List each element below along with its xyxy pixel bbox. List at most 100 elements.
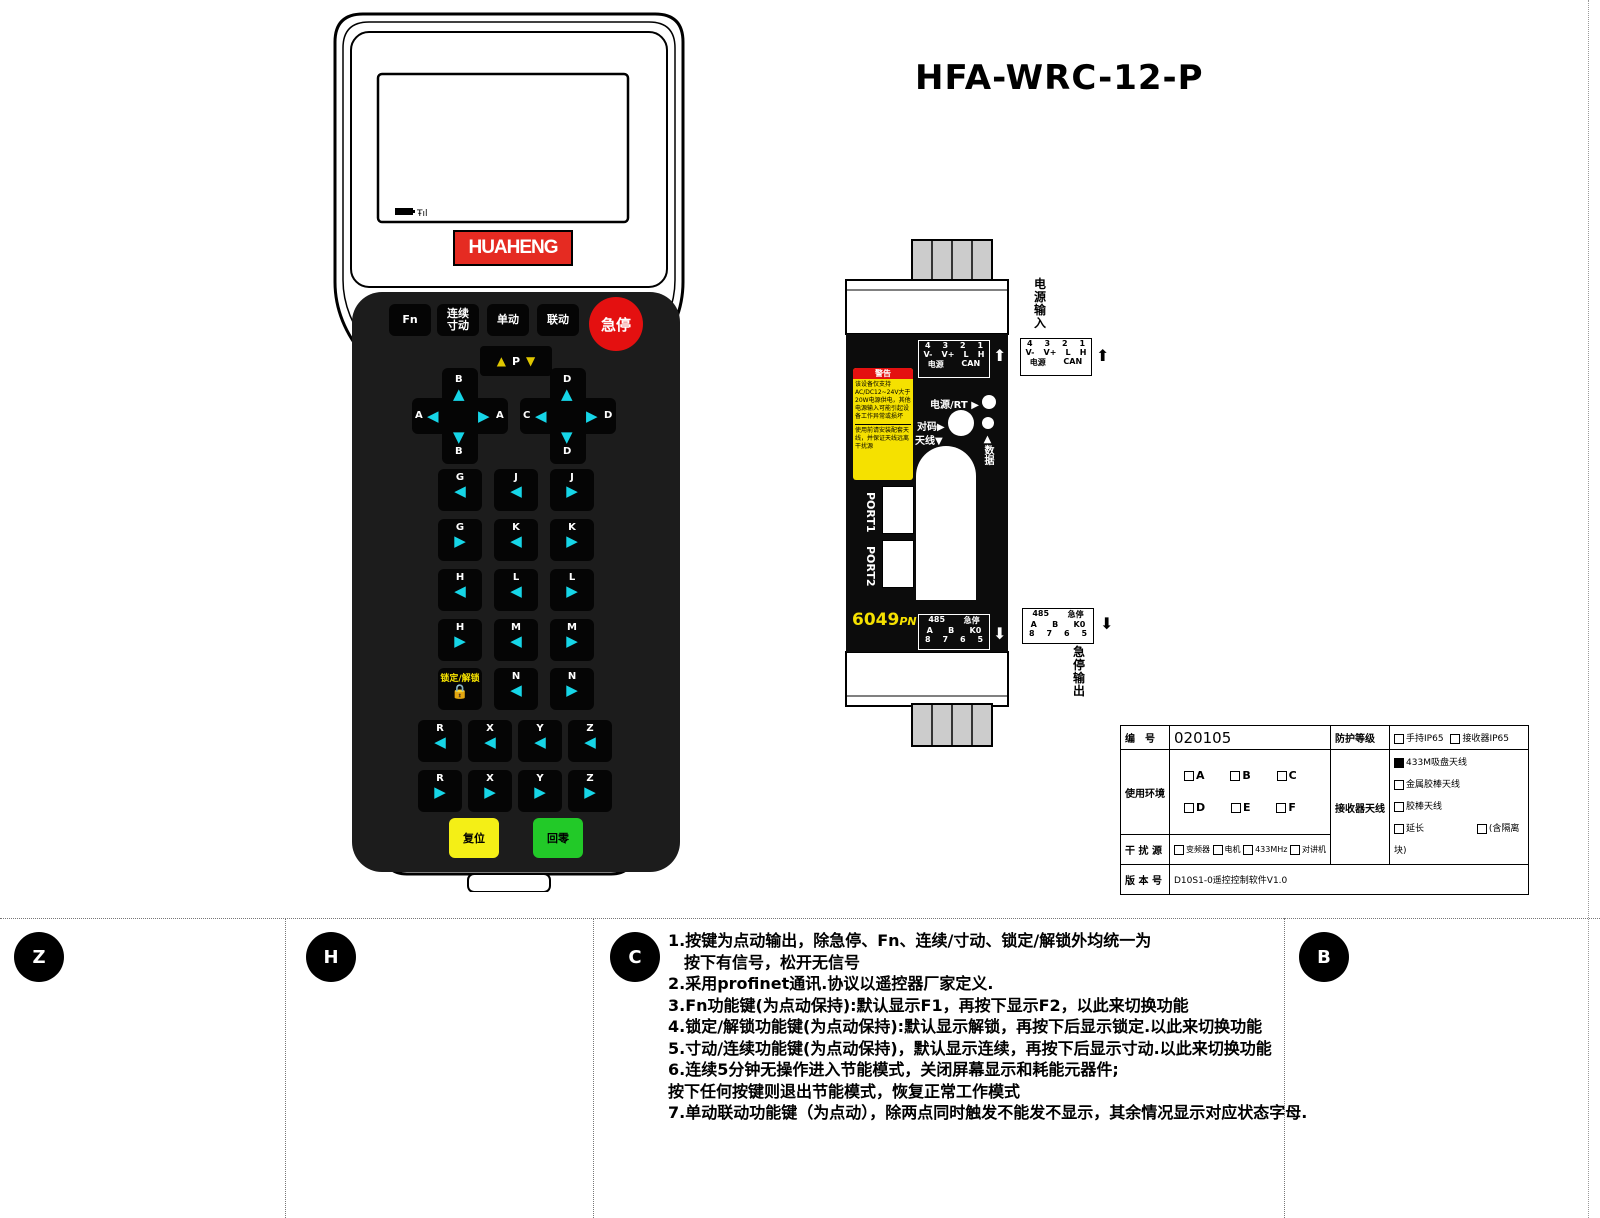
checkbox[interactable]	[1276, 803, 1287, 814]
column-divider	[593, 918, 594, 1218]
checkbox[interactable]	[1394, 801, 1405, 812]
home-button[interactable]: 回零	[533, 818, 583, 858]
dpad-right-right-label: D	[604, 410, 613, 421]
option-label: A	[1196, 769, 1205, 783]
reset-button[interactable]: 复位	[449, 818, 499, 858]
option-label: 433M吸盘天线	[1406, 758, 1467, 768]
pin-label: 3	[1044, 339, 1051, 348]
arrow-left-icon: ◀	[484, 733, 496, 751]
lock-unlock-key[interactable]: 锁定/解锁 🔒	[438, 668, 482, 710]
checkbox[interactable]	[1276, 771, 1287, 782]
arrow-left-icon: ◀	[510, 582, 522, 600]
antenna-label: 接收器天线	[1330, 749, 1391, 865]
dpad-left-right-label: A	[496, 410, 504, 421]
protection-label: 防护等级	[1330, 725, 1391, 750]
key-label: R	[436, 773, 444, 784]
checkbox[interactable]	[1184, 771, 1194, 782]
key-r-left[interactable]: R◀	[418, 720, 462, 762]
signal-label: H	[977, 350, 985, 359]
lock-icon: 🔒	[451, 684, 469, 700]
checkbox[interactable]	[1174, 844, 1184, 855]
p-key-label: P	[511, 354, 521, 368]
key-g-left[interactable]: G◀	[438, 469, 482, 511]
checkbox[interactable]	[1476, 823, 1487, 834]
pin-label: B	[1052, 620, 1059, 629]
port1-ethernet-icon[interactable]	[882, 486, 914, 534]
arrow-down-icon: ▼	[561, 428, 573, 446]
key-x-right[interactable]: X▶	[468, 770, 512, 812]
checkbox[interactable]	[1230, 771, 1241, 782]
interference-label: 干 扰 源	[1120, 834, 1170, 865]
note-line: 2.采用profinet通讯.协议以遥控器厂家定义.	[668, 974, 994, 993]
dpad-right[interactable]: D ▲ ▼ D C ◀ ▶ D	[520, 368, 616, 464]
key-x-left[interactable]: X◀	[468, 720, 512, 762]
fn-key[interactable]: Fn	[389, 304, 431, 336]
antenna-options: 433M吸盘天线 金属胶棒天线 胶棒天线 延长 (含隔离块)	[1389, 749, 1530, 865]
checkbox[interactable]	[1212, 844, 1223, 855]
model-title: HFA-WRC-12-P	[915, 58, 1204, 98]
estop-output-label: 急 停 输 出	[1073, 645, 1086, 698]
n-right-key[interactable]: N ▶	[550, 668, 594, 710]
arrow-left-icon: ◀	[534, 733, 546, 751]
arrow-up-icon: ▲	[453, 385, 465, 403]
key-k-right[interactable]: K▶	[550, 519, 594, 561]
note-line: 1.按键为点动输出，除急停、Fn、连续/寸动、锁定/解锁外均统一为	[668, 931, 1152, 950]
key-y-left[interactable]: Y◀	[518, 720, 562, 762]
section-divider	[0, 918, 1600, 919]
arrow-right-icon: ▶	[434, 783, 446, 801]
dpad-right-up-label: D	[563, 374, 572, 385]
checkbox[interactable]	[1243, 844, 1254, 855]
section-badge-h: H	[306, 932, 356, 982]
pair-button[interactable]	[948, 410, 974, 436]
key-m-left[interactable]: M◀	[494, 619, 538, 661]
key-label: K	[512, 522, 520, 533]
checkbox[interactable]	[1394, 823, 1405, 834]
pin-label: 2	[1061, 339, 1068, 348]
checkbox[interactable]	[1184, 803, 1194, 814]
pin-label: 5	[1081, 629, 1088, 638]
arrow-right-icon: ▶	[534, 783, 546, 801]
key-h-left[interactable]: H◀	[438, 569, 482, 611]
emergency-stop-button[interactable]: 急停	[589, 297, 643, 351]
antenna-label: 天线▼	[915, 436, 943, 447]
checkbox[interactable]	[1290, 844, 1301, 855]
single-action-key[interactable]: 单动	[487, 304, 529, 336]
relay-label: K0	[969, 626, 982, 635]
key-l-left[interactable]: L◀	[494, 569, 538, 611]
key-h-right[interactable]: H▶	[438, 619, 482, 661]
key-r-right[interactable]: R▶	[418, 770, 462, 812]
checkbox[interactable]	[1394, 779, 1405, 790]
n-left-key[interactable]: N ◀	[494, 668, 538, 710]
pin-label: 2	[959, 341, 966, 350]
port2-ethernet-icon[interactable]	[882, 540, 914, 588]
checkbox-checked[interactable]	[1394, 757, 1405, 768]
option-label: 433MHz	[1255, 845, 1288, 855]
signal-label: V+	[941, 350, 955, 359]
p-key[interactable]: ▲ P ▼	[480, 346, 552, 376]
arrow-right-icon: ▶	[454, 532, 466, 550]
dpad-left[interactable]: B ▲ ▼ B A ◀ ▶ A	[412, 368, 508, 464]
key-g-right[interactable]: G▶	[438, 519, 482, 561]
checkbox[interactable]	[1230, 803, 1241, 814]
pin-label: B	[948, 626, 955, 635]
receiver-housing	[845, 239, 1009, 747]
key-y-right[interactable]: Y▶	[518, 770, 562, 812]
key-z-left[interactable]: Z◀	[568, 720, 612, 762]
key-z-right[interactable]: Z▶	[568, 770, 612, 812]
linked-action-key[interactable]: 联动	[537, 304, 579, 336]
dpad-right-down-label: D	[563, 446, 572, 457]
checkbox[interactable]	[1394, 733, 1405, 744]
key-j-right[interactable]: J▶	[550, 469, 594, 511]
checkbox[interactable]	[1450, 733, 1461, 744]
key-l-right[interactable]: L▶	[550, 569, 594, 611]
env-options: A B C D E F	[1168, 748, 1332, 836]
pair-text: 对码	[917, 422, 937, 433]
pin-label: 8	[924, 635, 931, 644]
key-m-right[interactable]: M▶	[550, 619, 594, 661]
key-j-left[interactable]: J◀	[494, 469, 538, 511]
continuous-jog-key[interactable]: 连续 寸动	[437, 304, 479, 336]
function-notes: 1.按键为点动输出，除急停、Fn、连续/寸动、锁定/解锁外均统一为 按下有信号，…	[668, 930, 1307, 1124]
key-k-left[interactable]: K◀	[494, 519, 538, 561]
